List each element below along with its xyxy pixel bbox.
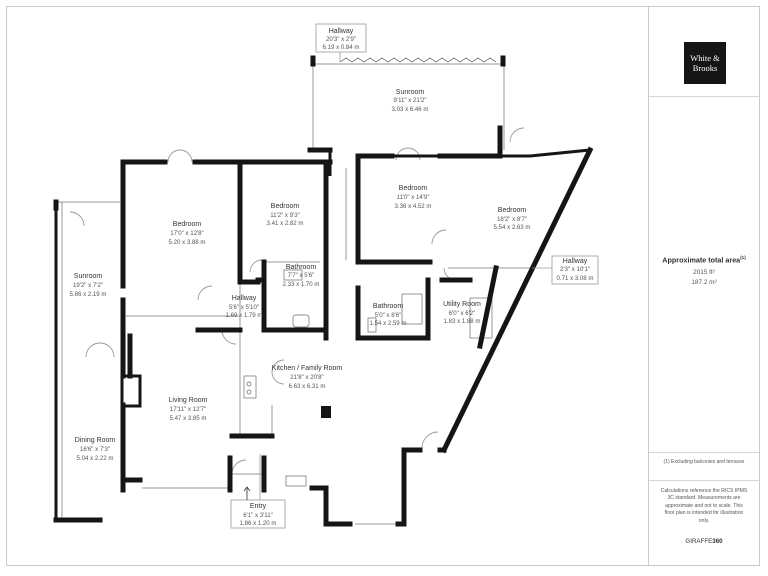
room-label-living-room: Living Room 17'11" x 12'7" 5.47 x 3.85 m — [169, 397, 208, 422]
svg-text:6.19 x 0.84 m: 6.19 x 0.84 m — [323, 44, 360, 51]
credit: GIRAFFE360 — [685, 538, 723, 545]
svg-text:Bathroom: Bathroom — [286, 264, 317, 271]
svg-text:Hallway: Hallway — [329, 28, 354, 35]
svg-text:1.86 x 1.20 m: 1.86 x 1.20 m — [240, 520, 277, 527]
svg-text:Kitchen / Family Room: Kitchen / Family Room — [272, 365, 343, 372]
svg-text:2'3" x 10'1": 2'3" x 10'1" — [560, 266, 590, 273]
hob-ring — [246, 389, 252, 395]
room-label-sunroom-west: Sunroom 19'2" x 7'2" 5.86 x 2.19 m — [70, 273, 107, 298]
fireplace — [120, 374, 142, 408]
brand-line-1: White & — [690, 53, 720, 63]
svg-text:5.54 x 2.63 m: 5.54 x 2.63 m — [494, 224, 531, 231]
svg-text:3.36 x 4.52 m: 3.36 x 4.52 m — [395, 203, 432, 210]
thin-walls — [54, 148, 591, 520]
svg-text:2.33 x 1.70 m: 2.33 x 1.70 m — [283, 281, 320, 288]
svg-text:Bedroom: Bedroom — [498, 207, 527, 214]
room-label-bedroom-east: Bedroom 18'2" x 8'7"5.54 x 2.63 m — [494, 207, 531, 231]
area-sqft: 2015 ft² — [693, 269, 715, 276]
svg-text:5.04 x 2.22 m: 5.04 x 2.22 m — [77, 455, 114, 462]
svg-text:1.83 x 1.88 m: 1.83 x 1.88 m — [444, 318, 481, 325]
svg-text:11'0" x 14'9": 11'0" x 14'9" — [397, 194, 430, 201]
svg-text:9'11" x 21'2": 9'11" x 21'2" — [394, 97, 427, 104]
svg-text:21'8" x 20'8": 21'8" x 20'8" — [290, 374, 323, 381]
svg-text:6'1" x 3'11": 6'1" x 3'11" — [243, 512, 273, 519]
fixtures — [243, 269, 493, 487]
svg-text:5.20 x 3.88 m: 5.20 x 3.88 m — [169, 239, 206, 246]
svg-text:Bathroom: Bathroom — [373, 303, 404, 310]
svg-text:5'6" x 5'10": 5'6" x 5'10" — [229, 304, 259, 311]
bifold-door — [339, 57, 497, 63]
svg-text:Sunroom: Sunroom — [396, 89, 425, 96]
room-label-bedroom-west: Bedroom 17'0" x 12'8" 5.20 x 3.88 m — [169, 221, 206, 246]
entry-arrow-icon — [243, 486, 251, 500]
svg-text:Hallway: Hallway — [563, 258, 588, 265]
callout-boxes — [230, 23, 599, 529]
svg-text:16'6" x 7'3": 16'6" x 7'3" — [80, 446, 110, 453]
floorplan-frame — [6, 6, 760, 566]
area-title: Approximate total area(1) — [662, 255, 746, 265]
svg-text:3.41 x 2.82 m: 3.41 x 2.82 m — [267, 220, 304, 227]
room-label-dining-room: Dining Room 16'6" x 7'3" 5.04 x 2.22 m — [75, 437, 116, 462]
svg-text:17'11" x 12'7": 17'11" x 12'7" — [170, 406, 206, 413]
svg-text:6.63 x 6.31 m: 6.63 x 6.31 m — [289, 383, 326, 390]
leader-lines — [259, 52, 552, 500]
glazing-lines — [55, 63, 530, 525]
svg-text:Dining Room: Dining Room — [75, 437, 116, 444]
svg-text:11'2" x 9'3": 11'2" x 9'3" — [270, 212, 300, 219]
svg-text:Living Room: Living Room — [169, 397, 208, 404]
disclaimer: Calculations reference the RICS IPMS 3C … — [660, 488, 748, 524]
svg-text:Bedroom: Bedroom — [399, 185, 428, 192]
svg-text:6'0" x 6'2": 6'0" x 6'2" — [449, 310, 476, 317]
brand-line-2: Brooks — [692, 63, 718, 73]
room-label-entry: Entry 6'1" x 3'11"1.86 x 1.20 m — [240, 503, 277, 527]
svg-text:Bedroom: Bedroom — [271, 203, 300, 210]
svg-text:1.54 x 2.59 m: 1.54 x 2.59 m — [370, 320, 407, 327]
room-label-kitchen-family: Kitchen / Family Room 21'8" x 20'8" 6.63 x… — [272, 365, 343, 390]
svg-text:Hallway: Hallway — [232, 295, 257, 302]
svg-text:5.86 x 2.19 m: 5.86 x 2.19 m — [70, 291, 107, 298]
room-label-bedroom-center: Bedroom 11'0" x 14'9" 3.36 x 4.52 m — [395, 185, 432, 210]
room-label-bathroom-east: Bathroom 5'0" x 8'6"1.54 x 2.59 m — [370, 303, 407, 327]
hob-ring — [246, 381, 252, 387]
svg-text:Bedroom: Bedroom — [173, 221, 202, 228]
svg-text:7'7" x 5'6": 7'7" x 5'6" — [288, 272, 315, 279]
room-label-hallway-west: Hallway 5'6" x 5'10"1.69 x 1.79 m — [226, 295, 263, 319]
svg-text:0.71 x 3.08 m: 0.71 x 3.08 m — [557, 275, 594, 282]
svg-text:Entry: Entry — [250, 503, 267, 510]
room-label-bedroom-middle: Bedroom 11'2" x 9'3"3.41 x 2.82 m — [267, 203, 304, 227]
svg-text:Utility Room: Utility Room — [443, 301, 481, 308]
svg-text:5.47 x 3.85 m: 5.47 x 3.85 m — [170, 415, 207, 422]
svg-text:5'0" x 8'6": 5'0" x 8'6" — [375, 312, 402, 319]
svg-text:1.69 x 1.79 m: 1.69 x 1.79 m — [226, 312, 263, 319]
walls — [53, 55, 594, 527]
area-sqm: 187.2 m² — [691, 279, 717, 286]
brand-logo: White & Brooks — [684, 42, 726, 84]
svg-text:18'2" x 8'7": 18'2" x 8'7" — [497, 216, 527, 223]
svg-text:3.03 x 6.46 m: 3.03 x 6.46 m — [392, 106, 429, 113]
svg-text:Sunroom: Sunroom — [74, 273, 103, 280]
island-column — [321, 406, 331, 418]
svg-text:19'2" x 7'2": 19'2" x 7'2" — [73, 282, 103, 289]
svg-text:20'3" x 2'9": 20'3" x 2'9" — [326, 36, 356, 43]
svg-text:17'0" x 12'8": 17'0" x 12'8" — [170, 230, 203, 237]
info-panel: White & Brooks Approximate total area(1)… — [648, 6, 760, 566]
room-label-utility-room: Utility Room 6'0" x 6'2"1.83 x 1.88 m — [443, 301, 481, 325]
footnote: (1) Excluding balconies and terraces — [663, 459, 745, 465]
